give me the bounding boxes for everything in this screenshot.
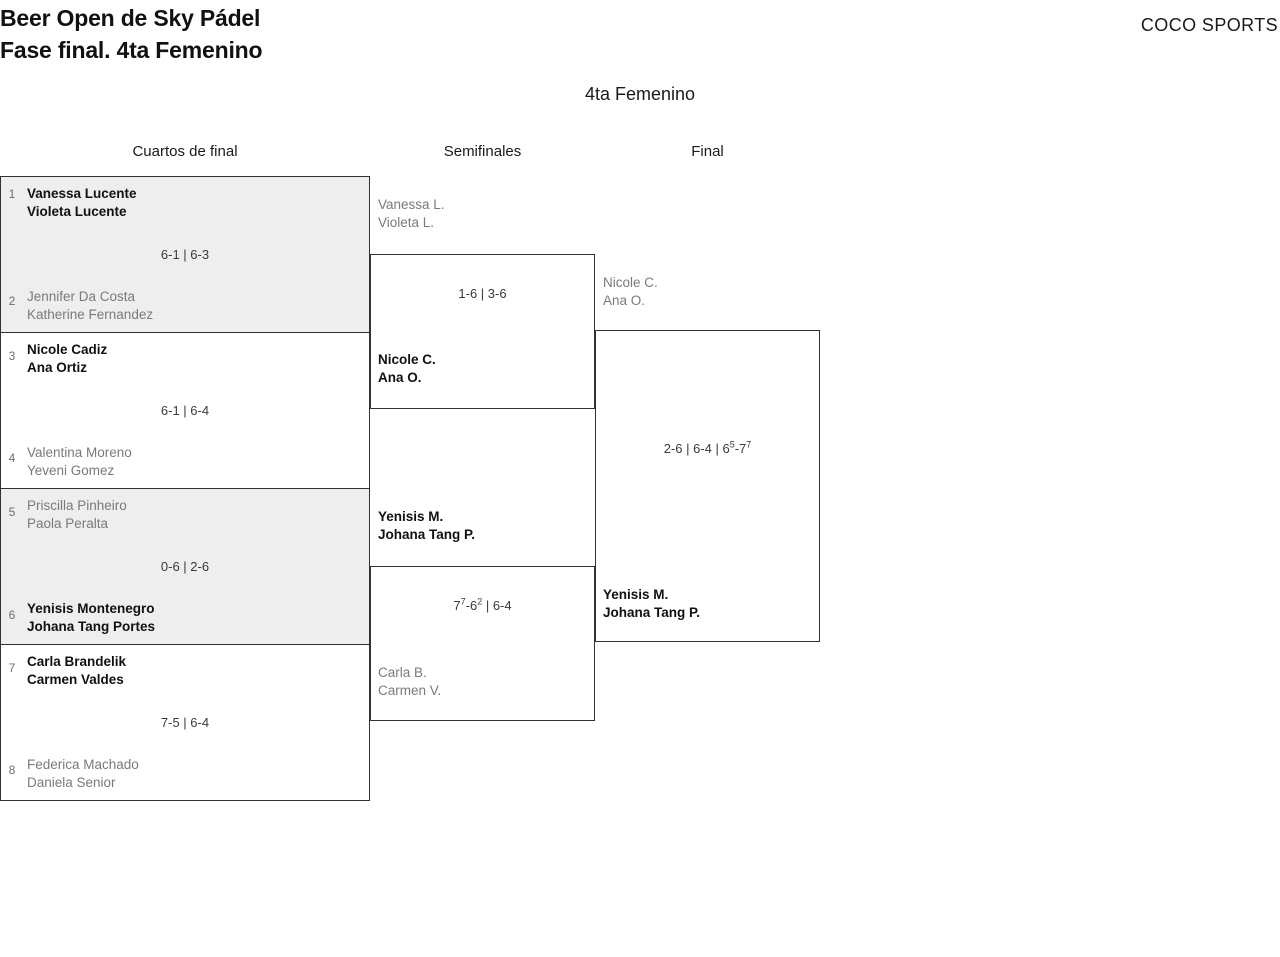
- player-name: Ana O.: [378, 370, 422, 385]
- player-name: Nicole Cadiz: [27, 342, 108, 357]
- seed-number-7: 7: [8, 661, 16, 675]
- player-name: Carla Brandelik: [27, 654, 127, 669]
- player-name: Carmen V.: [378, 683, 442, 698]
- match-final[interactable]: 2-6 | 6-4 | 65-77: [595, 330, 820, 642]
- team-bottom: Valentina Moreno Yeveni Gomez: [27, 444, 132, 480]
- player-name: Yenisis M.: [603, 587, 669, 602]
- round-header-quarterfinals: Cuartos de final: [132, 143, 238, 160]
- match-qf-2[interactable]: Nicole Cadiz Ana Ortiz 6-1 | 6-4 Valenti…: [0, 332, 370, 489]
- match-sf-2[interactable]: 77-62 | 6-4: [370, 566, 595, 721]
- player-name: Ana O.: [603, 293, 646, 308]
- team-sf2-bottom: Carla B. Carmen V.: [378, 664, 441, 700]
- match-qf-1[interactable]: 1 Vanessa Lucente Violeta Lucente 6-1 | …: [0, 176, 370, 380]
- player-name: Violeta Lucente: [27, 204, 127, 219]
- player-name: Katherine Fernandez: [27, 307, 154, 322]
- team-sf2-top: Yenisis M. Johana Tang P.: [378, 508, 475, 544]
- player-name: Federica Machado: [27, 757, 139, 772]
- match-sf-1[interactable]: 1-6 | 3-6: [370, 254, 595, 409]
- match-qf-3[interactable]: Priscilla Pinheiro Paola Peralta 0-6 | 2…: [0, 488, 370, 645]
- team-top: Priscilla Pinheiro Paola Peralta: [27, 497, 127, 533]
- seed-number-3: 3: [8, 349, 16, 363]
- player-name: Daniela Senior: [27, 775, 116, 790]
- match-score: 6-1 | 6-4: [160, 403, 210, 418]
- match-score: 1-6 | 3-6: [458, 286, 507, 301]
- seed-number-8: 8: [8, 763, 16, 777]
- team-bottom: Jennifer Da Costa Katherine Fernandez: [27, 288, 153, 324]
- team-final-bottom: Yenisis M. Johana Tang P.: [603, 586, 700, 622]
- player-name: Vanessa L.: [378, 197, 445, 212]
- team-sf1-top: Vanessa L. Violeta L.: [378, 196, 445, 232]
- player-name: Ana Ortiz: [27, 360, 88, 375]
- team-top: Vanessa Lucente Violeta Lucente: [27, 185, 137, 221]
- match-score: 7-5 | 6-4: [160, 715, 210, 730]
- brand-logo: COCO SPORTS: [1140, 15, 1278, 35]
- player-name: Yenisis M.: [378, 509, 444, 524]
- team-final-top: Nicole C. Ana O.: [603, 274, 658, 310]
- seed-number-6: 6: [8, 608, 16, 622]
- match-qf-4[interactable]: Carla Brandelik Carmen Valdes 7-5 | 6-4 …: [0, 644, 370, 801]
- player-name: Yenisis Montenegro: [27, 601, 155, 616]
- player-name: Yeveni Gomez: [27, 463, 115, 478]
- seed-number-4: 4: [8, 451, 16, 465]
- match-score: 77-62 | 6-4: [453, 596, 512, 613]
- team-sf1-bottom: Nicole C. Ana O.: [378, 351, 436, 387]
- player-name: Johana Tang Portes: [27, 619, 156, 634]
- page-title: Beer Open de Sky Pádel Fase final. 4ta F…: [0, 5, 263, 63]
- seed-number-1: 1: [8, 187, 16, 201]
- player-name: Jennifer Da Costa: [27, 289, 136, 304]
- round-header-final: Final: [691, 143, 724, 160]
- player-name: Nicole C.: [378, 352, 436, 367]
- player-name: Johana Tang P.: [603, 605, 701, 620]
- team-bottom: Federica Machado Daniela Senior: [27, 756, 139, 792]
- match-score: 2-6 | 6-4 | 65-77: [663, 439, 752, 456]
- team-bottom: Yenisis Montenegro Johana Tang Portes: [27, 600, 155, 636]
- round-header-semifinals: Semifinales: [443, 143, 522, 160]
- team-top: Carla Brandelik Carmen Valdes: [27, 653, 126, 689]
- match-score: 0-6 | 2-6: [160, 559, 210, 574]
- team-top: Nicole Cadiz Ana Ortiz: [27, 341, 107, 377]
- player-name: Vanessa Lucente: [27, 186, 137, 201]
- player-name: Carla B.: [378, 665, 427, 680]
- player-name: Carmen Valdes: [27, 672, 124, 687]
- player-name: Paola Peralta: [27, 516, 109, 531]
- player-name: Nicole C.: [603, 275, 658, 290]
- seed-number-5: 5: [8, 505, 16, 519]
- match-score: 6-1 | 6-3: [160, 247, 210, 262]
- seed-number-2: 2: [8, 294, 16, 308]
- player-name: Priscilla Pinheiro: [27, 498, 127, 513]
- player-name: Violeta L.: [378, 215, 435, 230]
- player-name: Johana Tang P.: [378, 527, 476, 542]
- player-name: Valentina Moreno: [27, 445, 132, 460]
- category-title: 4ta Femenino: [584, 84, 696, 104]
